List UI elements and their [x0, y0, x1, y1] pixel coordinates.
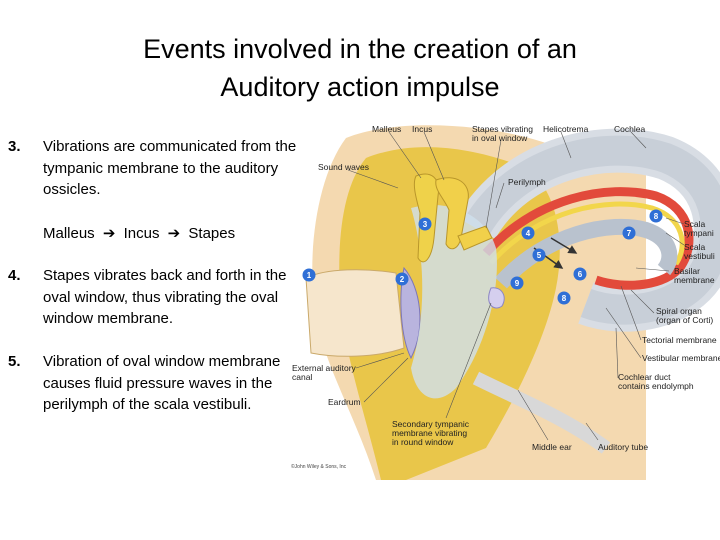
- label-cochlea: Cochlea: [614, 124, 645, 134]
- step-badge-9: 9: [510, 276, 524, 290]
- auditory-tube-shape: [472, 371, 611, 454]
- step-badge-1: 1: [302, 268, 316, 282]
- eardrum-shape: [400, 266, 421, 360]
- cochlear-duct: [482, 187, 694, 290]
- label-sound-waves: Sound waves: [318, 162, 369, 172]
- label-stapes: in oval window: [472, 133, 528, 143]
- right-arrow-icon: ➔: [167, 225, 181, 242]
- label-cochlear-duct: contains endolymph: [618, 381, 694, 391]
- label-stapes: Stapes vibrating: [472, 124, 533, 134]
- badge-text: 7: [627, 229, 632, 238]
- badge-text: 4: [526, 229, 531, 238]
- step-badge-4: 4: [521, 226, 535, 240]
- ear-diagram: 1 2 3 4 5 6 7 8 9 8 Malleus Incus Stapes…: [286, 118, 720, 480]
- label-auditory-tube: Auditory tube: [598, 442, 648, 452]
- label-scala-tympani: Scala: [684, 219, 706, 229]
- step-number: 4.: [8, 267, 21, 284]
- title-line-2: Auditory action impulse: [220, 72, 500, 102]
- step-number: 3.: [8, 138, 21, 155]
- step-text: Vibration of oval window membrane causes…: [43, 353, 281, 413]
- badge-text: 6: [578, 270, 583, 279]
- ossicle-incus: Incus: [123, 225, 160, 242]
- step-badge-2: 2: [395, 272, 409, 286]
- ossicle-chain: Malleus ➔ Incus ➔ Stapes: [43, 224, 235, 244]
- title-line-1: Events involved in the creation of an: [143, 34, 577, 64]
- step-badge-6: 6: [573, 267, 587, 281]
- right-arrow-icon: ➔: [102, 225, 116, 242]
- label-secondary-membrane: membrane vibrating: [392, 428, 467, 438]
- incus-shape: [435, 177, 469, 250]
- badge-text: 2: [400, 275, 405, 284]
- badge-text: 3: [423, 220, 428, 229]
- label-spiral-organ: Spiral organ: [656, 306, 702, 316]
- label-cochlear-duct: Cochlear duct: [618, 372, 671, 382]
- badge-text: 5: [537, 251, 542, 260]
- label-malleus: Malleus: [372, 124, 401, 134]
- ossicle-malleus: Malleus: [43, 225, 95, 242]
- ear-canal: [305, 269, 405, 357]
- label-basilar: membrane: [674, 275, 715, 285]
- round-window: [488, 287, 505, 309]
- label-vestibular: Vestibular membrane: [642, 353, 720, 363]
- step-badge-8b: 8: [557, 291, 571, 305]
- page-title: Events involved in the creation of an Au…: [60, 30, 660, 106]
- label-external-canal: External auditory: [292, 363, 357, 373]
- label-spiral-organ: (organ of Corti): [656, 315, 713, 325]
- label-scala-vestibuli: Scala: [684, 242, 706, 252]
- label-helicotrema: Helicotrema: [543, 124, 589, 134]
- label-perilymph: Perilymph: [508, 177, 546, 187]
- badge-text: 8: [654, 212, 659, 221]
- label-copyright: ©John Wiley & Sons, Inc: [291, 463, 347, 470]
- ear-illustration: 1 2 3 4 5 6 7 8 9 8 Malleus Incus Stapes…: [291, 124, 720, 480]
- step-badge-5: 5: [532, 248, 546, 262]
- step-number: 5.: [8, 353, 21, 370]
- label-secondary-membrane: in round window: [392, 437, 454, 447]
- step-badge-7: 7: [622, 226, 636, 240]
- scala-vestibuli: [462, 135, 720, 325]
- middle-ear-cavity: [411, 204, 497, 399]
- label-tectorial: Tectorial membrane: [642, 335, 717, 345]
- label-external-canal: canal: [292, 372, 312, 382]
- label-basilar: Basilar: [674, 266, 700, 276]
- badge-text: 1: [307, 271, 312, 280]
- step-badge-8: 8: [649, 209, 663, 223]
- step-badge-3: 3: [418, 217, 432, 231]
- badge-text: 8: [562, 294, 567, 303]
- pressure-arrow: [550, 237, 578, 254]
- label-eardrum: Eardrum: [328, 397, 361, 407]
- label-scala-vestibuli: vestibuli: [684, 251, 715, 261]
- leader-lines: [347, 131, 685, 441]
- step-text: Stapes vibrates back and forth in the ov…: [43, 267, 287, 327]
- stapes-shape: [457, 225, 493, 251]
- label-secondary-membrane: Secondary tympanic: [392, 419, 470, 429]
- steps-list: 3. Vibrations are communicated from the …: [0, 0, 300, 540]
- step-text: Vibrations are communicated from the tym…: [43, 138, 297, 198]
- label-incus: Incus: [412, 124, 432, 134]
- badge-text: 9: [515, 279, 520, 288]
- label-scala-tympani: tympani: [684, 228, 714, 238]
- label-middle-ear: Middle ear: [532, 442, 572, 452]
- ossicle-stapes: Stapes: [188, 225, 236, 242]
